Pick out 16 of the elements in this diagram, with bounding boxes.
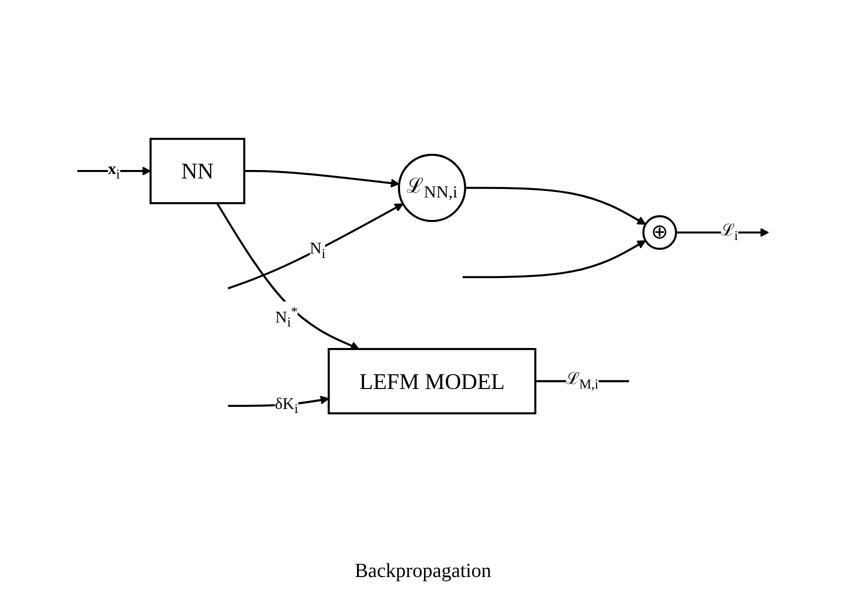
edge-label: δK$_{i}$	[274, 396, 298, 416]
arrow	[465, 186, 646, 225]
edge-label: ℒ$_{M,i}$	[566, 370, 598, 392]
arrow	[462, 240, 646, 278]
node-circle: ℒ$_{NN,i}$	[398, 154, 466, 222]
arrow	[216, 202, 360, 350]
arrow	[228, 203, 404, 290]
arrow	[77, 166, 151, 176]
edge-label: ℒ$_{i}$	[720, 222, 738, 243]
node-box: LEFM MODEL	[328, 348, 536, 414]
edge-label: N$_{i}$	[310, 240, 326, 262]
arrow	[244, 170, 400, 188]
node-circle: ⊕	[642, 215, 678, 250]
edge-label: x$_{i}$	[108, 160, 120, 182]
node-box: NN	[150, 138, 246, 204]
caption-text: Backpropagation	[354, 560, 492, 583]
